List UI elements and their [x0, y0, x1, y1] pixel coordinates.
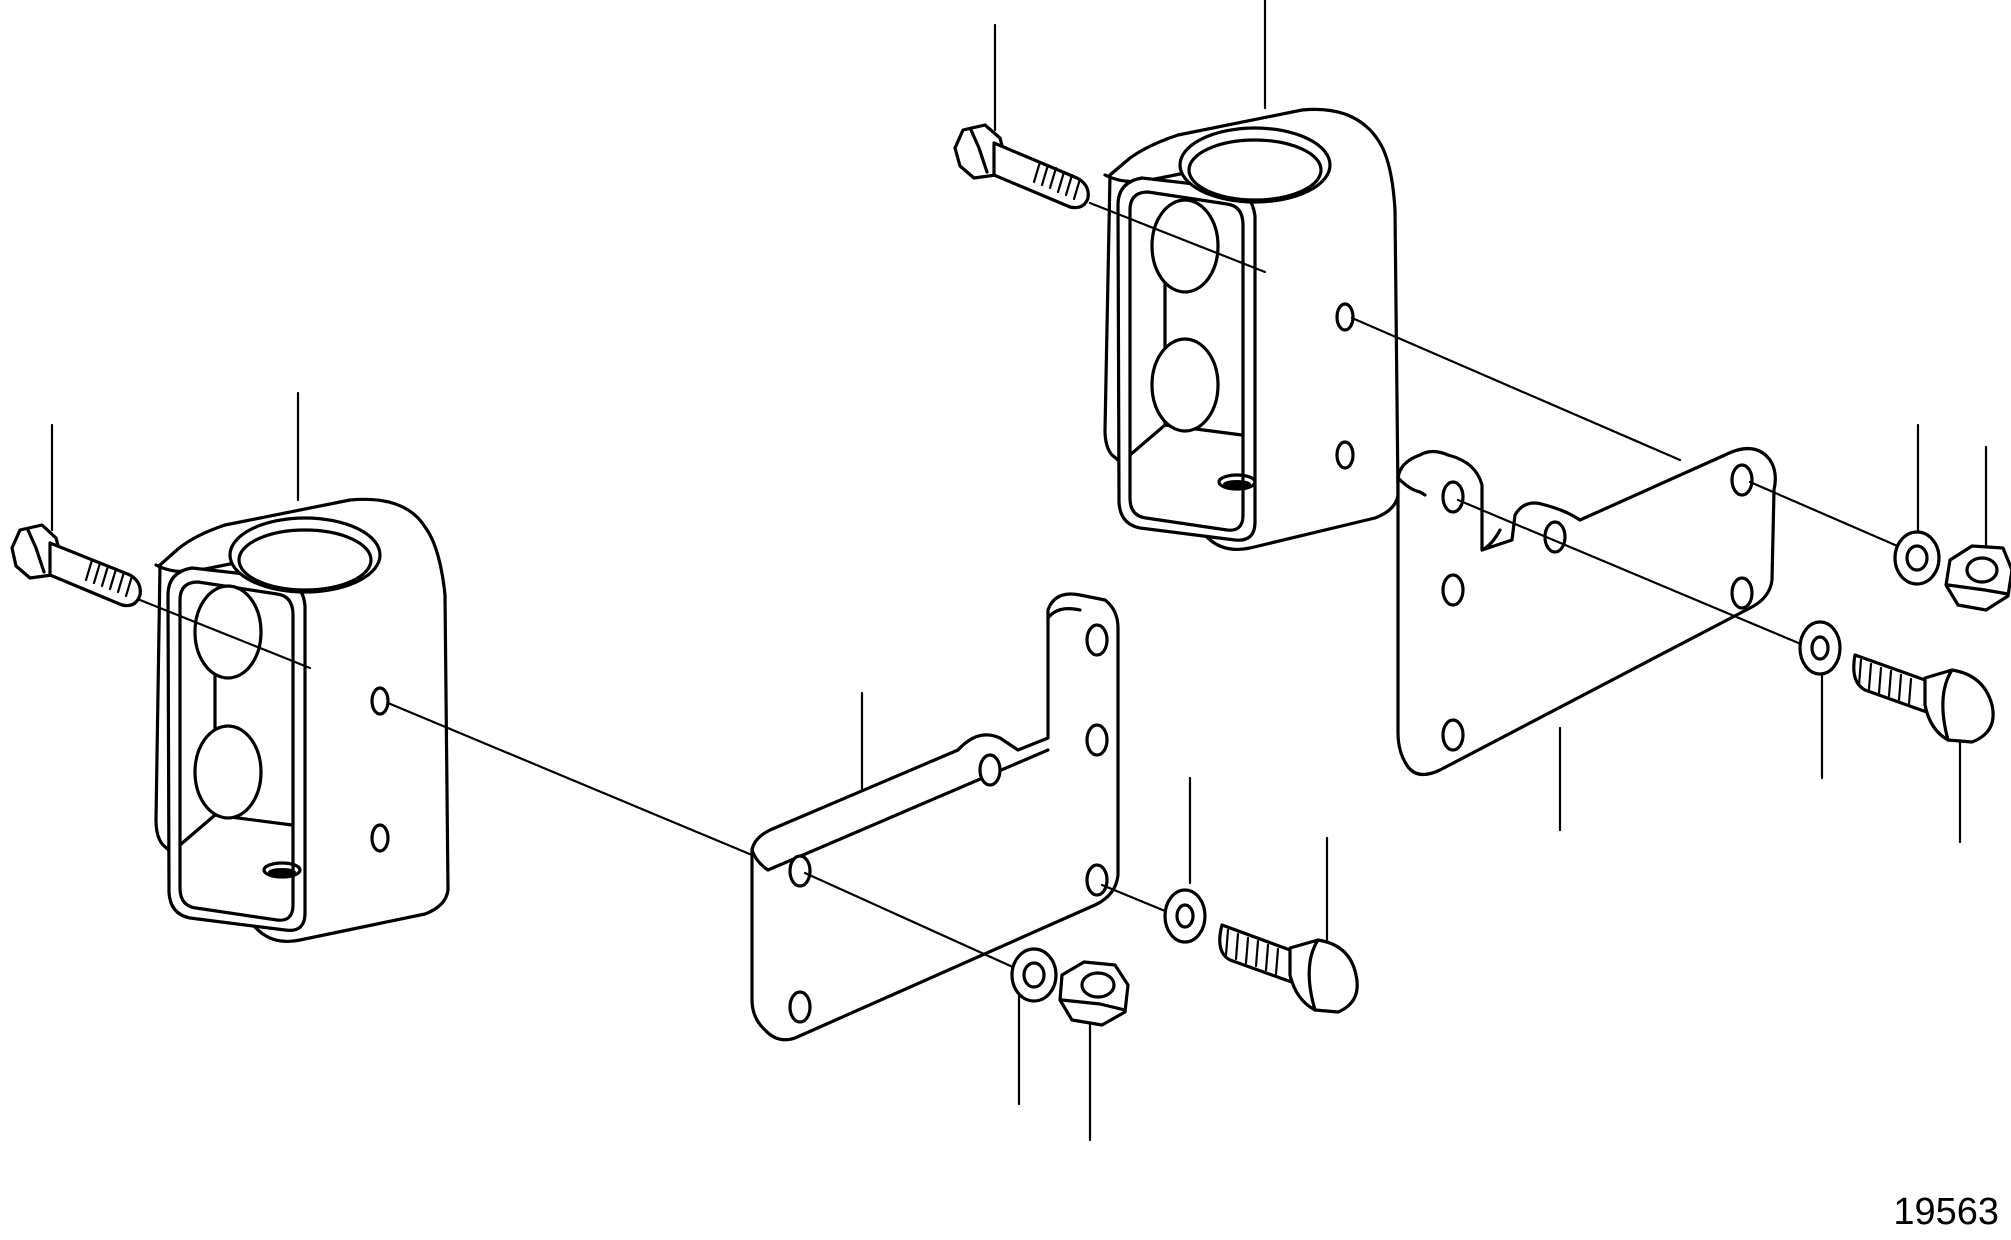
right-hex-nut: [1944, 544, 2011, 612]
axis-left-plate-screw: [1100, 883, 1172, 915]
left-housing-side-hole-upper: [370, 686, 390, 716]
axis-right-plate-screw: [1456, 498, 1810, 649]
left-hex-bolt: [10, 523, 142, 608]
axis-left-plate-nut: [803, 871, 1017, 970]
axis-right-housing-plate: [1350, 316, 1682, 462]
left-housing-block: [154, 497, 450, 944]
axis-right-plate-nut: [1748, 480, 1904, 550]
right-washer-lower: [1798, 620, 1842, 676]
left-washer-upper: [1163, 888, 1207, 944]
right-housing-side-hole-upper: [1335, 302, 1355, 332]
left-cap-screw: [1218, 923, 1359, 1014]
left-washer-lower: [1010, 947, 1058, 1003]
axis-left-bolt: [138, 598, 312, 670]
axis-left-housing-plate: [386, 701, 754, 857]
right-housing-side-hole-lower: [1335, 440, 1355, 470]
left-housing-side-hole-lower: [370, 823, 390, 853]
right-cap-screw: [1852, 653, 1995, 744]
left-hex-nut: [1058, 960, 1130, 1027]
left-mounting-plate: [750, 592, 1120, 1042]
left-assembly: [10, 391, 1359, 1142]
right-hex-bolt: [953, 123, 1090, 210]
right-washer-upper: [1893, 530, 1941, 586]
axis-right-bolt: [1088, 201, 1267, 274]
right-mounting-plate: [1396, 447, 1777, 777]
figure-number: 19563: [1893, 1191, 1999, 1233]
right-assembly: [953, 0, 2011, 844]
right-housing-block: [1103, 107, 1400, 552]
